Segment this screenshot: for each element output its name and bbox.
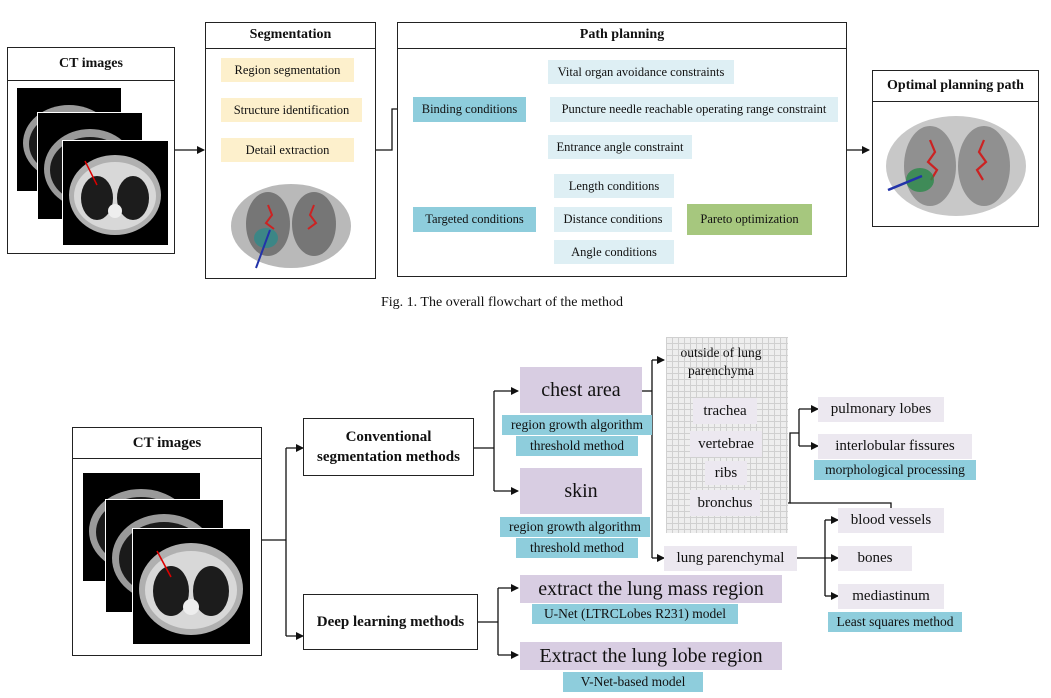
binding-conditions: Binding conditions: [413, 97, 526, 122]
binding-item-entrance-angle: Entrance angle constraint: [548, 135, 692, 159]
fig1-caption: Fig. 1. The overall flowchart of the met…: [381, 295, 623, 310]
outside-item-vertebrae: vertebrae: [690, 431, 762, 457]
skin-method-threshold: threshold method: [516, 538, 638, 558]
targeted-item-length: Length conditions: [554, 174, 674, 198]
binding-item-needle-range: Puncture needle reachable operating rang…: [550, 97, 838, 122]
fig1-ct-images-title: CT images: [8, 48, 174, 81]
targeted-item-distance: Distance conditions: [554, 207, 672, 232]
outside-lung-title: outside of lung parenchyma: [680, 345, 762, 378]
least-squares-method: Least squares method: [828, 612, 962, 632]
pulmonary-lobes: pulmonary lobes: [818, 397, 944, 422]
optimal-path-3d-render: [882, 110, 1030, 222]
skin: skin: [520, 468, 642, 514]
lung-parenchymal: lung parenchymal: [664, 546, 797, 571]
morphological-processing: morphological processing: [814, 460, 976, 480]
interlobular-fissures: interlobular fissures: [818, 434, 972, 459]
vnet-model: V-Net-based model: [563, 672, 703, 692]
conventional-methods: Conventional segmentation methods: [303, 418, 474, 476]
targeted-conditions: Targeted conditions: [413, 207, 536, 232]
path-planning-title: Path planning: [398, 23, 846, 49]
deep-learning-methods: Deep learning methods: [303, 594, 478, 650]
fig2-ct-images-title: CT images: [73, 428, 261, 459]
blood-vessels: blood vessels: [838, 508, 944, 533]
lung-3d-image: [231, 184, 351, 269]
pareto-optimization: Pareto optimization: [687, 204, 812, 235]
unet-model: U-Net (LTRCLobes R231) model: [532, 604, 738, 624]
targeted-item-angle: Angle conditions: [554, 240, 674, 264]
bones: bones: [838, 546, 912, 571]
extract-lung-mass: extract the lung mass region: [520, 575, 782, 603]
outside-item-trachea: trachea: [693, 398, 757, 424]
outside-item-ribs: ribs: [705, 461, 747, 485]
ct-slice-3: [62, 140, 169, 246]
seg-step-structure-identification: Structure identification: [221, 98, 362, 122]
chest-method-region-growth: region growth algorithm: [502, 415, 652, 435]
seg-step-region-segmentation: Region segmentation: [221, 58, 354, 82]
optimal-path-title: Optimal planning path: [873, 71, 1038, 102]
segmentation-3d-render: [228, 180, 354, 272]
ct-scan-image: [139, 543, 243, 635]
chest-area: chest area: [520, 367, 642, 413]
ct-scan-image: [69, 155, 161, 235]
optimal-path-image: [886, 116, 1026, 216]
outside-item-bronchus: bronchus: [690, 490, 760, 516]
mediastinum: mediastinum: [838, 584, 944, 609]
segmentation-title: Segmentation: [206, 23, 375, 49]
ct-slice-3: [132, 528, 251, 645]
chest-method-threshold: threshold method: [516, 436, 638, 456]
extract-lung-lobe: Extract the lung lobe region: [520, 642, 782, 670]
seg-step-detail-extraction: Detail extraction: [221, 138, 354, 162]
skin-method-region-growth: region growth algorithm: [500, 517, 650, 537]
binding-item-vital-organ: Vital organ avoidance constraints: [548, 60, 734, 84]
